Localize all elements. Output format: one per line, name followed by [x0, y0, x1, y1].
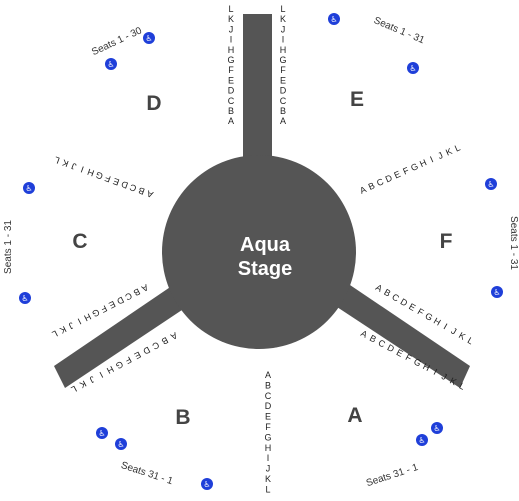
seats-label-b: Seats 31 - 1 — [119, 460, 174, 487]
stage-label-line1: Aqua — [240, 234, 291, 256]
svg-text:♿: ♿ — [145, 34, 152, 43]
wheelchair-icon: ♿ — [416, 434, 428, 446]
section-f-label[interactable]: F — [440, 230, 453, 253]
wheelchair-icon: ♿ — [96, 427, 108, 439]
svg-text:♿: ♿ — [433, 424, 440, 433]
wheelchair-icon: ♿ — [328, 13, 340, 25]
wheelchair-icon: ♿ — [201, 478, 213, 490]
section-b-label[interactable]: B — [175, 406, 190, 429]
row-letters-upper-left-group: ABCDEFGHIJKL — [53, 155, 155, 200]
svg-text:♿: ♿ — [25, 184, 32, 193]
wheelchair-icon: ♿ — [491, 286, 503, 298]
row-letters-lower-left-upper-group: ABCDEFGHIJKL — [50, 282, 150, 339]
top-runway — [243, 14, 272, 165]
wheelchair-icon: ♿ — [485, 178, 497, 190]
svg-text:♿: ♿ — [117, 440, 124, 449]
seats-label-d: Seats 1 - 30 — [90, 25, 144, 58]
section-c-label[interactable]: C — [72, 230, 87, 253]
stage-label-line2: Stage — [238, 258, 292, 280]
seats-label-e: Seats 1 - 31 — [372, 15, 426, 46]
section-e-label[interactable]: E — [350, 88, 364, 111]
svg-text:♿: ♿ — [107, 60, 114, 69]
seats-label-f: Seats 1 - 31 — [508, 216, 519, 270]
stage-circle — [162, 155, 356, 349]
seats-label-c: Seats 1 - 31 — [3, 220, 14, 274]
row-letters-lower-left-lower: ABCDEFGHIJKL — [69, 330, 179, 395]
wheelchair-icon: ♿ — [23, 182, 35, 194]
row-letters-lower-right-lower: ABCDEFGHIJKL — [359, 328, 467, 392]
svg-text:♿: ♿ — [418, 436, 425, 445]
row-letters-upper-right-group: ABCDEFGHIJKL — [358, 142, 462, 195]
svg-text:♿: ♿ — [487, 180, 494, 189]
wheelchair-icon: ♿ — [105, 58, 117, 70]
row-letters-lower-right-upper: ABCDEFGHIJKL — [374, 282, 475, 346]
wheelchair-icon: ♿ — [431, 422, 443, 434]
section-a-label[interactable]: A — [347, 404, 362, 427]
section-d-label[interactable]: D — [146, 92, 161, 115]
svg-text:♿: ♿ — [409, 64, 416, 73]
wheelchair-icon: ♿ — [115, 438, 127, 450]
svg-text:♿: ♿ — [330, 15, 337, 24]
svg-text:♿: ♿ — [21, 294, 28, 303]
seats-label-a: Seats 31 - 1 — [365, 462, 420, 489]
wheelchair-icon: ♿ — [143, 32, 155, 44]
row-letters-upper-right: ABCDEFGHIJKL — [358, 142, 462, 195]
wheelchair-icon: ♿ — [19, 292, 31, 304]
stage-shape — [54, 14, 470, 388]
svg-text:♿: ♿ — [98, 429, 105, 438]
row-letters-lower-right-upper-group: ABCDEFGHIJKL — [374, 282, 475, 346]
row-letters-lower-right-lower-group: ABCDEFGHIJKL — [359, 328, 467, 392]
svg-text:♿: ♿ — [203, 480, 210, 489]
row-letters-lower-left-upper: ABCDEFGHIJKL — [50, 282, 150, 339]
row-letters-upper-left: ABCDEFGHIJKL — [53, 155, 155, 200]
row-letters-lower-left-lower-group: ABCDEFGHIJKL — [69, 330, 179, 395]
svg-text:♿: ♿ — [493, 288, 500, 297]
wheelchair-icon: ♿ — [407, 62, 419, 74]
